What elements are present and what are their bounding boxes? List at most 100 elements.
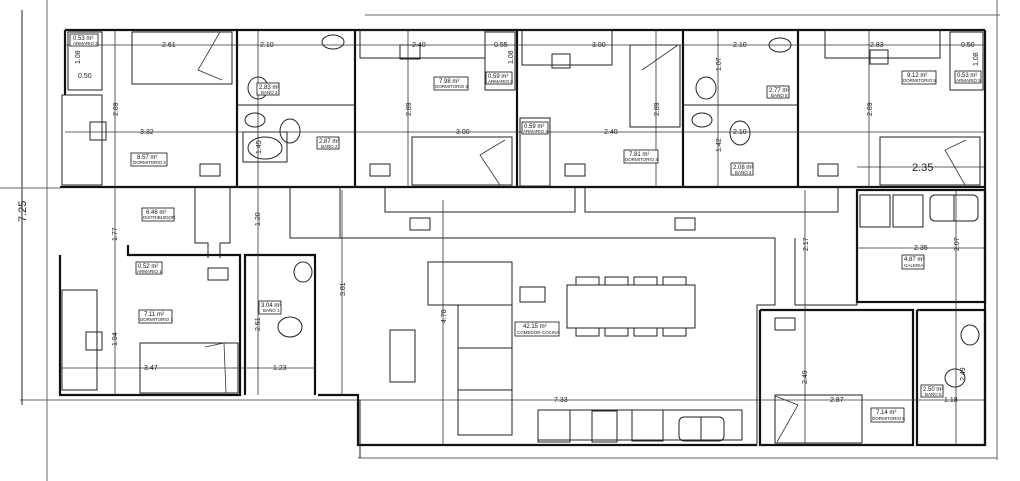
- dimension-label: 7.33: [554, 397, 568, 404]
- bed: [774, 394, 863, 444]
- dimension-label: 1.45: [256, 140, 263, 154]
- dimension-label: 2.89: [867, 102, 874, 116]
- dimension-label: 2.89: [406, 102, 413, 116]
- toilet-icon: [729, 120, 751, 146]
- svg-text:DORMITORIO 4: DORMITORIO 4: [625, 157, 658, 162]
- svg-text:3.04 m²: 3.04 m²: [261, 303, 281, 309]
- svg-text:ARMARIO 2: ARMARIO 2: [73, 41, 98, 46]
- svg-text:ARMARIO 5: ARMARIO 5: [956, 78, 981, 83]
- dimension-label: 2.83: [870, 42, 884, 49]
- svg-text:7.14 m²: 7.14 m²: [876, 410, 896, 416]
- dimension-label: 3.81: [340, 282, 347, 296]
- dimension-label: 3.47: [144, 365, 158, 372]
- dimension-label: 2.17: [803, 237, 810, 251]
- svg-text:2.50 m²: 2.50 m²: [923, 387, 943, 393]
- svg-text:7.98 m²: 7.98 m²: [439, 79, 459, 85]
- svg-text:0.59 m²: 0.59 m²: [524, 124, 544, 130]
- dimension-label: 1.07: [716, 57, 723, 71]
- sink-icon: [244, 112, 266, 128]
- svg-text:ARMARIO 1: ARMARIO 1: [137, 269, 162, 274]
- dimension-label: 2.40: [412, 42, 426, 49]
- dimension-label: 1.42: [716, 138, 723, 152]
- svg-text:4.87 m²: 4.87 m²: [904, 257, 924, 263]
- svg-text:DORMITORIO 5: DORMITORIO 5: [903, 78, 936, 83]
- dimension-label: 0.50: [961, 42, 975, 49]
- dimension-label: 3.00: [592, 42, 606, 49]
- dimension-label: 2.10: [733, 42, 747, 49]
- dimension-label: 2.10: [733, 129, 747, 136]
- stove-icon: [591, 410, 618, 443]
- furniture: [61, 29, 981, 444]
- dimension-label: 2.89: [113, 102, 120, 116]
- svg-text:2.87 m²: 2.87 m²: [319, 139, 339, 145]
- svg-text:0.52 m²: 0.52 m²: [138, 264, 158, 270]
- dimension-label: 2.89: [654, 102, 661, 116]
- svg-text:DORMITORIO 1: DORMITORIO 1: [140, 317, 173, 322]
- svg-text:DORMITORIO 3: DORMITORIO 3: [435, 84, 468, 89]
- svg-text:BAÑO 1: BAÑO 1: [263, 307, 280, 313]
- sink-icon: [321, 34, 345, 50]
- sink-icon: [293, 261, 313, 283]
- toilet-icon: [277, 316, 303, 338]
- sofa: [457, 304, 513, 436]
- dimension-label: 2.87: [830, 397, 844, 404]
- toilet-icon: [944, 368, 966, 388]
- svg-text:COMEDOR-COCINA: COMEDOR-COCINA: [517, 330, 560, 335]
- dimension-label: 1.23: [273, 365, 287, 372]
- walls: [58, 28, 987, 458]
- dimension-label: 2.10: [260, 42, 274, 49]
- dimension-label: 1.18: [944, 397, 958, 404]
- dimension-label: 7.25: [17, 201, 29, 222]
- svg-text:BAÑO 4: BAÑO 4: [735, 169, 752, 175]
- svg-text:2.83 m²: 2.83 m²: [259, 85, 279, 91]
- svg-text:ARMARIO 3: ARMARIO 3: [488, 79, 513, 84]
- sofa: [427, 261, 513, 306]
- dimension-label: 2.35: [912, 162, 933, 174]
- svg-text:DORMITORIO 6: DORMITORIO 6: [872, 416, 905, 421]
- sink-icon: [691, 112, 713, 128]
- svg-text:7.81 m²: 7.81 m²: [629, 152, 649, 158]
- bed: [879, 136, 981, 186]
- svg-text:GALERIA: GALERIA: [904, 263, 924, 268]
- dimension-label: 1.08: [508, 50, 515, 64]
- svg-text:BAÑO 5: BAÑO 5: [771, 92, 788, 98]
- dimension-label: 3.00: [456, 129, 470, 136]
- toilet-icon: [279, 118, 301, 144]
- svg-text:DISTRIBUIDOR: DISTRIBUIDOR: [143, 215, 176, 220]
- toilet-icon: [695, 76, 717, 100]
- svg-text:BAÑO 6: BAÑO 6: [925, 391, 942, 397]
- svg-text:BAÑO 3: BAÑO 3: [261, 89, 278, 95]
- dimension-label: 0.50: [78, 73, 92, 80]
- dining-table: [566, 284, 696, 329]
- dimension-label: 2.35: [914, 245, 928, 252]
- dimension-label: 4.78: [441, 309, 448, 323]
- svg-text:DORMITORIO 2: DORMITORIO 2: [133, 160, 166, 165]
- svg-text:ARMARIO 4: ARMARIO 4: [523, 129, 548, 134]
- bed: [411, 136, 513, 186]
- svg-text:7.11 m²: 7.11 m²: [144, 312, 164, 318]
- svg-text:2.77 m²: 2.77 m²: [769, 88, 789, 94]
- radiators: [199, 163, 839, 331]
- sink-icon: [960, 324, 980, 346]
- dimension-label: 2.07: [954, 237, 961, 251]
- dimension-label: 1.77: [112, 227, 119, 241]
- dimension-label: 1.08: [973, 52, 980, 66]
